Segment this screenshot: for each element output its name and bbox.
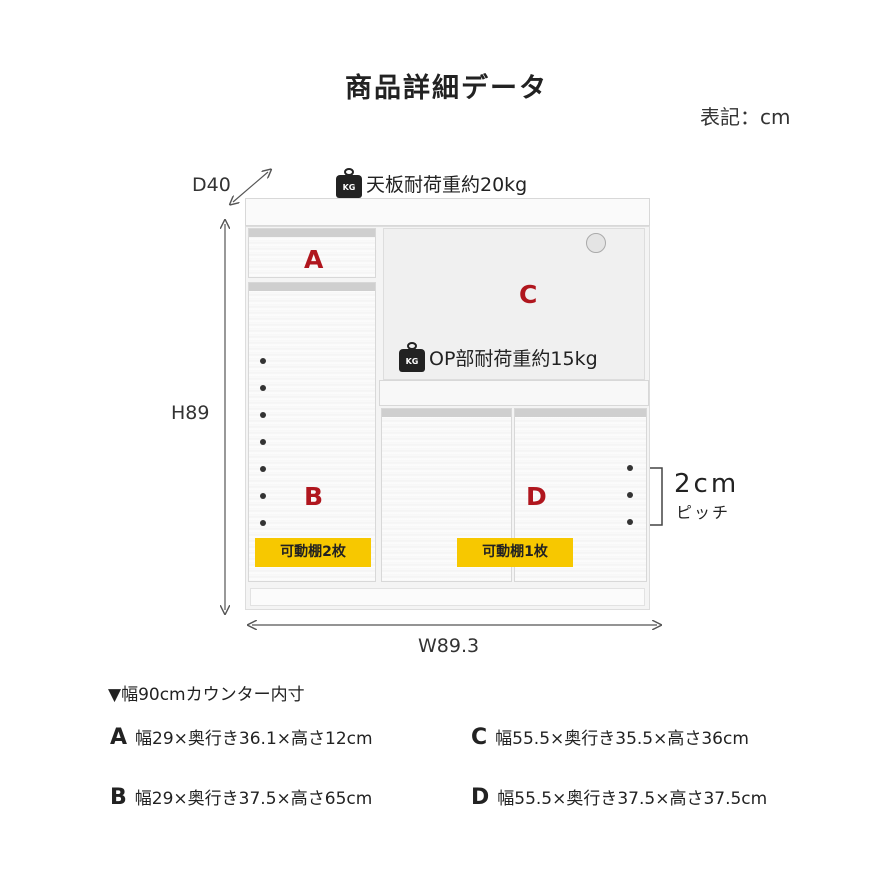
shelf-tag-right: 可動棚1枚 [457, 538, 573, 567]
plinth [250, 588, 645, 606]
spec-item-b: B 幅29×奥行き37.5×高さ65cm [110, 785, 373, 810]
depth-arrow [233, 172, 268, 202]
top-board [245, 198, 650, 226]
op-load-label: KG OP部耐荷重約15kg [399, 342, 598, 372]
width-label: W89.3 [418, 635, 480, 657]
section-label-a: A [304, 245, 324, 274]
shelf-pin-hole [260, 439, 266, 445]
section-label-c: C [519, 280, 538, 309]
height-label: H89 [171, 402, 210, 424]
spec-item-d: D 幅55.5×奥行き37.5×高さ37.5cm [471, 785, 768, 810]
depth-label: D40 [192, 174, 231, 196]
open-compartment-c [383, 228, 645, 380]
section-label-b: B [304, 482, 324, 511]
shelf-pin-hole [627, 492, 633, 498]
spec-item-a: A 幅29×奥行き36.1×高さ12cm [110, 725, 373, 750]
page-title: 商品詳細データ [345, 73, 548, 104]
op-load-text: OP部耐荷重約15kg [429, 347, 598, 370]
shelf-pin-hole [627, 519, 633, 525]
pitch-value: 2cm [674, 469, 740, 499]
pitch-label: ピッチ [676, 503, 731, 522]
shelf-pin-hole [260, 412, 266, 418]
weight-icon: KG [336, 168, 362, 198]
door-b [248, 282, 376, 582]
top-load-label: KG 天板耐荷重約20kg [336, 168, 527, 198]
specs-heading: ▼幅90cmカウンター内寸 [108, 685, 305, 705]
pitch-bracket [650, 467, 663, 526]
shelf-pin-hole [260, 466, 266, 472]
cabinet-illustration [245, 198, 650, 610]
slide-shelf [379, 380, 649, 406]
shelf-pin-hole [260, 493, 266, 499]
shelf-pin-hole [260, 520, 266, 526]
spec-item-c: C 幅55.5×奥行き35.5×高さ36cm [471, 725, 749, 750]
shelf-pin-hole [627, 465, 633, 471]
unit-note: 表記：cm [700, 105, 791, 129]
outlet-icon [586, 233, 606, 253]
shelf-pin-hole [260, 358, 266, 364]
section-label-d: D [526, 482, 547, 511]
weight-icon: KG [399, 342, 425, 372]
drawer-a [248, 228, 376, 278]
top-load-text: 天板耐荷重約20kg [366, 173, 528, 196]
shelf-pin-hole [260, 385, 266, 391]
shelf-tag-left: 可動棚2枚 [255, 538, 371, 567]
